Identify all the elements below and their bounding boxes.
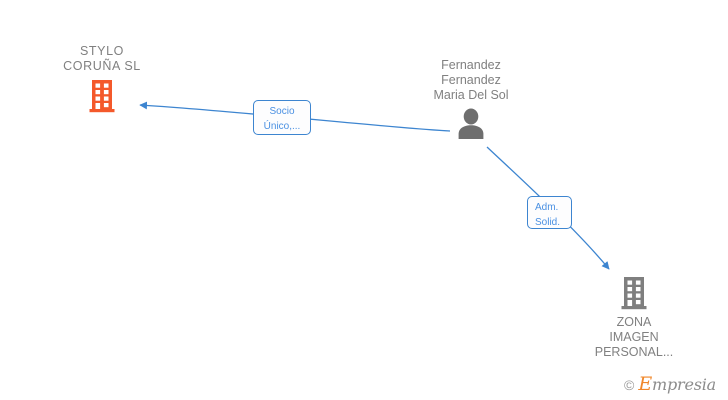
person-icon (458, 108, 484, 139)
node-stylo-label: STYLO CORUÑA SL (63, 44, 141, 73)
edge-label-socio-line2: Único,... (263, 121, 301, 132)
brand-wordmark: Empresia (638, 375, 716, 394)
brand-initial: E (638, 373, 652, 395)
edge-label-adm-solid[interactable]: Adm. Solid. (527, 196, 572, 229)
building-icon (621, 277, 647, 310)
node-person-label: Fernandez Fernandez Maria Del Sol (433, 58, 509, 102)
edge-label-adm-line1: Adm. (535, 202, 559, 213)
edge-label-socio-unico[interactable]: Socio Único,... (253, 100, 311, 135)
node-person-fernandez[interactable]: Fernandez Fernandez Maria Del Sol (405, 58, 537, 139)
node-company-zona[interactable]: ZONA IMAGEN PERSONAL... (568, 276, 700, 360)
building-icon (89, 80, 115, 113)
edge-socio-path (139, 101, 451, 132)
edge-label-socio-line1: Socio (269, 106, 295, 117)
node-zona-label: ZONA IMAGEN PERSONAL... (594, 315, 674, 359)
node-company-stylo[interactable]: STYLO CORUÑA SL (28, 44, 176, 113)
copyright-icon: © (624, 376, 635, 393)
watermark-empresia: © Empresia (624, 375, 716, 394)
brand-rest: mpresia (652, 375, 716, 394)
edge-label-adm-line2: Solid. (535, 217, 561, 228)
